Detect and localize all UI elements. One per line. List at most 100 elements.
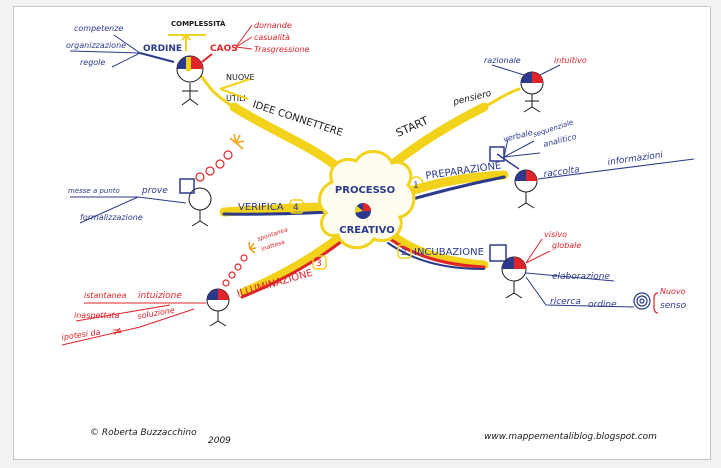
verifica-messe: messe a punto (68, 187, 120, 195)
illuminazione-bubble (222, 279, 230, 287)
start-intuitivo: intuitivo (554, 56, 587, 65)
verifica-number: 4 (293, 203, 299, 213)
incubazione-blue-sublines (525, 272, 635, 308)
incubazione-ordine: ordine (588, 300, 617, 310)
branch-incubazione: 2 INCUBAZIONE visivo globale elaborazion… (397, 230, 687, 314)
preparazione-sublines (503, 138, 541, 158)
idee-head-red (190, 56, 203, 69)
footer-url: www.mappementaliblog.blogspot.com (484, 432, 657, 442)
idee-label: IDEE CONNETTERE (251, 99, 344, 139)
preparazione-head-blue (515, 170, 526, 181)
branch-incubazione-red (388, 237, 486, 269)
verifica-body (191, 210, 209, 227)
idee-nuove: NUOVE (226, 73, 255, 82)
branch-idee-line (229, 102, 345, 174)
spiral-icon (633, 292, 651, 310)
idee-fork (219, 78, 251, 100)
verifica-prove: prove (141, 186, 168, 196)
illuminazione-soluzione: soluzione (137, 306, 176, 321)
mind-map-canvas: PROCESSO CREATIVO IDEE CONNETTERE NUOVE … (13, 6, 711, 460)
illuminazione-body (209, 311, 227, 327)
spiral-ring (639, 298, 645, 304)
center-head-yellow (354, 206, 363, 213)
branch-idee-tail (200, 75, 236, 109)
illuminazione-sublines (61, 302, 206, 346)
verifica-bubble (195, 172, 205, 182)
caos-sublines (235, 24, 253, 50)
branch-start-tail (482, 87, 521, 109)
incubazione-globale: globale (552, 241, 581, 250)
incubazione-head-red (514, 257, 526, 269)
incubazione-body (505, 281, 523, 299)
idee-complessita: COMPLESSITÀ (171, 19, 226, 28)
incubazione-box (489, 244, 507, 262)
verifica-sparkle (229, 133, 245, 150)
idee-caos: CAOS (210, 44, 238, 54)
idee-right-0: domande (254, 21, 292, 30)
idee-left-0: competenze (74, 24, 123, 33)
illuminazione-bubble (240, 254, 248, 262)
idee-utili: UTILI (226, 94, 246, 103)
start-body (523, 94, 541, 113)
verifica-sublines (70, 196, 187, 224)
illuminazione-istantanea: istantanea (84, 291, 127, 300)
incubazione-senso: senso (660, 301, 687, 311)
footer-author: © Roberta Buzzacchino (90, 428, 197, 438)
complessita-arrow (168, 33, 206, 51)
center-line1: PROCESSO (335, 185, 395, 196)
preparazione-body (517, 192, 535, 209)
verifica-box (179, 178, 195, 194)
ordine-sublines (69, 34, 141, 68)
branch-incubazione-line (387, 230, 489, 270)
branch-illuminazione-line (239, 232, 345, 297)
illuminazione-neq: ≠ (112, 324, 122, 338)
footer-year: 2009 (208, 436, 231, 446)
raccolta-line (537, 158, 695, 180)
illuminazione-bubble (234, 263, 242, 271)
footer: © Roberta Buzzacchino 2009 www.mappement… (90, 428, 657, 446)
branch-illuminazione: ILLUMINAZIONE 3 spontanea inattesa istan… (61, 226, 327, 346)
preparazione-number-circle (408, 176, 424, 192)
branch-preparazione: 1 PREPARAZIONE verbale sequenziale anali… (408, 118, 695, 209)
center-cloud (317, 150, 416, 250)
verifica-formalizzazione: formalizzazione (80, 213, 143, 222)
illuminazione-bubble (228, 271, 236, 279)
start-head-blue (521, 72, 532, 83)
preparazione-informazioni: informazioni (607, 150, 664, 168)
preparazione-arrow (496, 153, 520, 170)
verifica-number-box (289, 199, 304, 214)
illuminazione-number-box (312, 255, 327, 270)
verifica-label: VERIFICA (238, 202, 284, 213)
start-razionale: razionale (484, 56, 521, 65)
idee-body (181, 83, 199, 106)
preparazione-head-red (526, 170, 537, 181)
illuminazione-number: 3 (316, 259, 322, 269)
start-sublines (491, 64, 561, 76)
center-line2: CREATIVO (339, 225, 394, 236)
verifica-bubble (215, 159, 225, 169)
center-head-red (363, 203, 371, 211)
idee-right-2: Trasgressione (254, 45, 309, 54)
incubazione-head-blue (502, 257, 514, 269)
nuovo-bracket (653, 292, 659, 314)
start-head-red (532, 72, 543, 83)
illuminazione-head-blue (207, 289, 218, 300)
branch-incubazione-blue (387, 242, 485, 270)
mind-map: PROCESSO CREATIVO IDEE CONNETTERE NUOVE … (61, 19, 695, 446)
incubazione-ricerca: ricerca (550, 297, 581, 307)
verifica-bubbles (195, 150, 233, 182)
idee-head-yellow (186, 57, 191, 71)
center-node: PROCESSO CREATIVO (317, 150, 416, 250)
verifica-bubble (205, 166, 215, 176)
idee-left-2: regole (80, 58, 105, 67)
illuminazione-ipotesi: ipotesi da (61, 328, 101, 342)
verifica-head (188, 187, 212, 211)
incubazione-red-sublines (525, 238, 551, 264)
preparazione-box (489, 146, 505, 162)
incubazione-nuovo: Nuovo (660, 287, 686, 296)
illuminazione-label: ILLUMINAZIONE (236, 268, 314, 300)
spiral-ring (633, 292, 651, 310)
branch-start-line (384, 102, 489, 172)
preparazione-raccolta: raccolta (543, 165, 580, 180)
